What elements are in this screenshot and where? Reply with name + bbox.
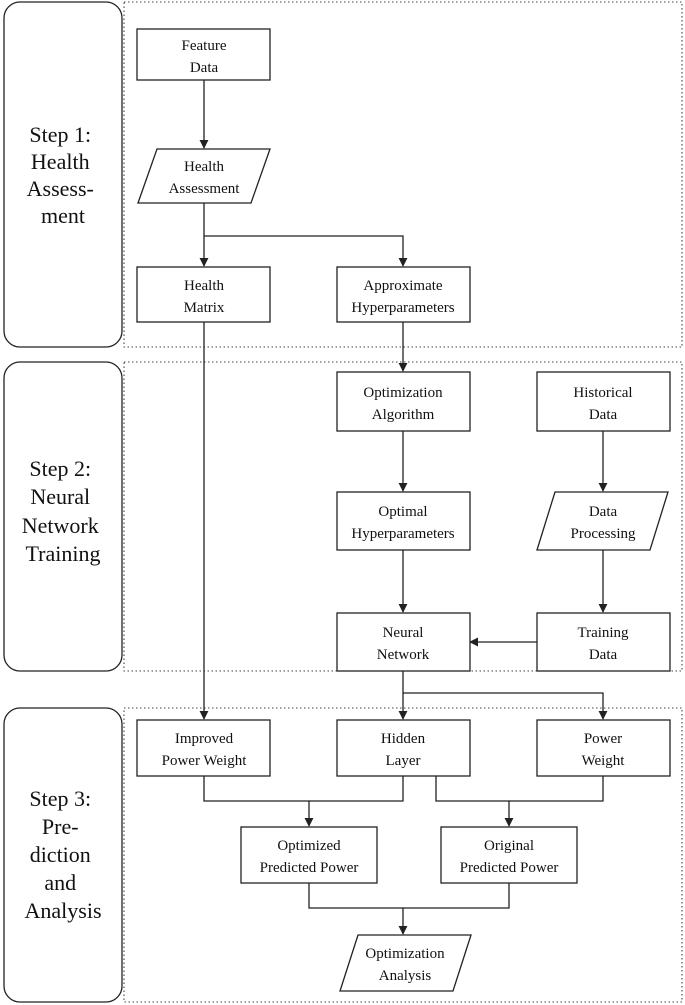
health-matrix-line-1: Health [184,278,224,294]
improved-power-weight-line-1: Improved [175,731,234,747]
hidden-layer-line-2: Layer [386,753,421,769]
approx-hyper-line-1: Approximate [363,278,442,294]
edge-improved-weight-to-optimized [203,776,314,827]
edge-assessment-to-approx-hyper [204,235,408,267]
step-3-line-5: Analysis [25,898,102,923]
edge-power-weight-to-original [509,776,604,802]
step-2-panel: Step 2: Neural Network Training [3,361,123,672]
step-3-line-2: Pre- [42,814,79,839]
step-2-label: Step 2: Neural Network Training [22,456,104,566]
data-processing-line-2: Processing [571,526,636,542]
step-2-line-3: Network [22,513,99,538]
power-weight-line-1: Power [584,731,622,747]
data-processing-line-1: Data [589,504,618,520]
edge-neural-network-to-power-weight [403,692,608,720]
edges [199,80,608,935]
optimal-hyper-line-1: Optimal [378,504,427,520]
step-1-label: Step 1: Health Assess- ment [27,122,100,228]
step-1-panel: Step 1: Health Assess- ment [3,1,123,348]
step-1-line-3: Assess- [27,176,94,201]
feature-data-line-2: Data [190,60,219,76]
neural-network-line-1: Neural [383,625,424,641]
health-matrix-line-2: Matrix [184,300,225,316]
optimization-analysis-line-1: Optimization [365,946,445,962]
feature-data-line-1: Feature [182,38,227,54]
historical-data-line-1: Historical [573,385,632,401]
step-2-region [123,361,683,672]
health-assessment-line-2: Assessment [169,181,241,197]
optimization-analysis-line-2: Analysis [379,968,432,984]
optimized-predicted-power-line-1: Optimized [277,838,341,854]
training-data-line-2: Data [589,647,618,663]
improved-power-weight-line-2: Power Weight [162,753,248,769]
historical-data-line-2: Data [589,407,618,423]
approx-hyper-line-2: Hyperparameters [351,300,454,316]
training-data-line-1: Training [577,625,629,641]
step-3-line-1: Step 3: [29,786,91,811]
hidden-layer-line-1: Hidden [381,731,426,747]
step-3-panel: Step 3: Pre- diction and Analysis [3,707,123,1003]
step-1-line-4: ment [41,203,85,228]
step-1-region [123,1,683,348]
optimized-predicted-power-line-2: Predicted Power [260,860,359,876]
edge-hidden-layer-to-original [435,776,514,827]
edge-hidden-layer-to-optimized [309,776,404,802]
opt-algorithm-line-2: Algorithm [372,407,435,423]
step-2-line-4: Training [26,541,101,566]
step-1-line-1: Step 1: [29,122,91,147]
step-2-line-1: Step 2: [29,456,91,481]
neural-network-line-2: Network [377,647,430,663]
health-assessment-line-1: Health [184,159,224,175]
optimal-hyper-line-2: Hyperparameters [351,526,454,542]
edge-original-to-analysis [403,883,510,909]
step-1-line-2: Health [31,149,90,174]
edge-optimized-to-analysis [308,883,408,935]
step-3-line-4: and [44,870,76,895]
step-3-region [123,707,683,1003]
original-predicted-power-line-1: Original [484,838,534,854]
opt-algorithm-line-1: Optimization [363,385,443,401]
step-2-line-2: Neural [30,484,90,509]
step-3-line-3: diction [30,842,91,867]
step-3-label: Step 3: Pre- diction and Analysis [25,786,102,923]
original-predicted-power-line-2: Predicted Power [460,860,559,876]
power-weight-line-2: Weight [582,753,626,769]
